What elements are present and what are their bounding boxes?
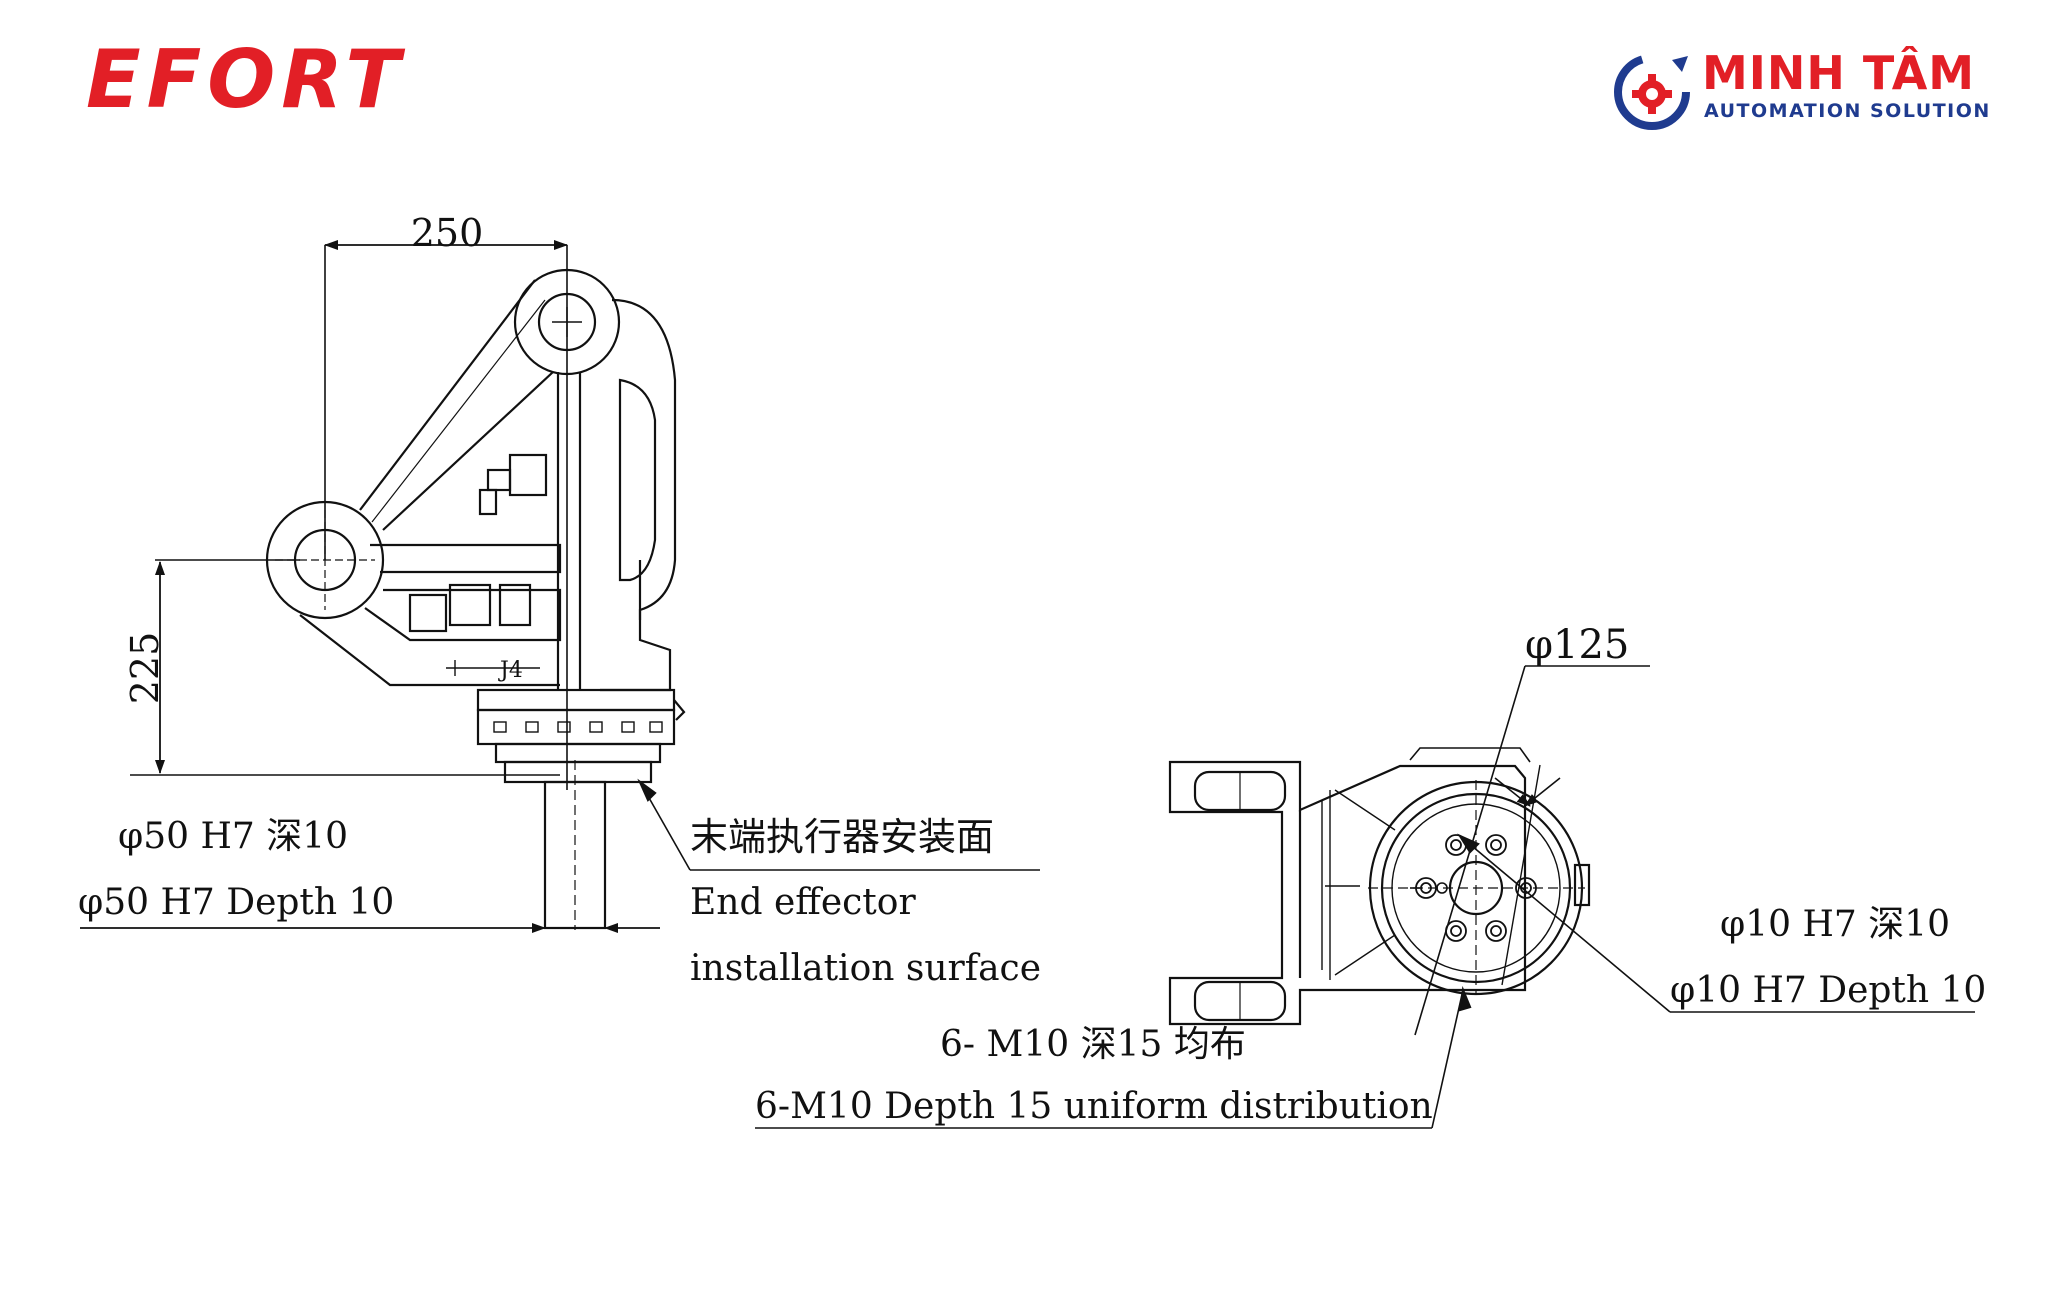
side-view xyxy=(80,240,1040,933)
joint-j4-label: J4 xyxy=(498,658,523,683)
holes-spec-en: 6-M10 Depth 15 uniform distribution xyxy=(755,1086,1433,1127)
surface-label-en-1: End effector xyxy=(690,882,916,923)
holes-spec-cn: 6- M10 深15 均布 xyxy=(940,1024,1246,1065)
dim-height-label: 225 xyxy=(123,632,167,705)
gear-icon xyxy=(1614,54,1690,130)
surface-label-cn: 末端执行器安装面 xyxy=(690,815,994,859)
bore-spec-cn: φ50 H7 深10 xyxy=(118,816,348,857)
pin-spec-en: φ10 H7 Depth 10 xyxy=(1670,970,1986,1011)
flange-diameter-label: φ125 xyxy=(1525,622,1629,668)
minh-tam-logo: MINH TÂM AUTOMATION SOLUTION xyxy=(1610,46,2030,136)
front-view xyxy=(755,665,1975,1129)
dim-width-label: 250 xyxy=(411,211,484,255)
minh-tam-tagline: AUTOMATION SOLUTION xyxy=(1704,100,1991,122)
minh-tam-name: MINH TÂM xyxy=(1702,46,1976,100)
bore-spec-en: φ50 H7 Depth 10 xyxy=(78,882,394,923)
pin-spec-cn: φ10 H7 深10 xyxy=(1720,904,1950,945)
efort-logo: EFORT xyxy=(86,33,406,126)
surface-label-en-2: installation surface xyxy=(690,948,1041,989)
